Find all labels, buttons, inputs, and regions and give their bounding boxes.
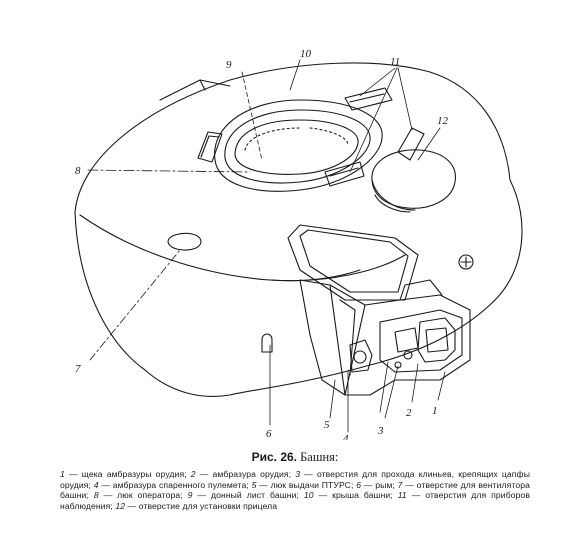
callout-6: 6 (266, 428, 272, 440)
legend-item: 12 — отверстие для установки прицела (115, 501, 277, 511)
legend-text: — отверстия для приборов наблюдения; (60, 490, 531, 511)
legend-item: 3 — отверстия для прохода клиньев, крепя… (60, 469, 530, 490)
legend-number: 6 (356, 479, 362, 490)
figure-number: Рис. 26. (251, 450, 297, 464)
callout-7: 7 (75, 363, 81, 375)
gun-mantlet (299, 279, 471, 396)
figure-title: Башня: (300, 450, 339, 464)
legend-number: 7 (397, 479, 403, 490)
legend-text: — люк выдачи ПТУРС; (256, 479, 357, 490)
callout-2: 2 (406, 407, 412, 419)
periscope-left (197, 131, 223, 163)
legend-item: 7 — отверстие для вентилятора башни; (60, 480, 530, 501)
legend-number: 4 (93, 479, 99, 490)
legend-text: — отверстия для прохода клиньев, крепящи… (60, 469, 530, 490)
legend-item: 9 — донный лист башни; (188, 490, 304, 500)
legend-number: 3 (295, 469, 301, 479)
roof-edge (79, 214, 406, 282)
legend-number: 5 (251, 479, 257, 490)
legend-number: 1 (60, 469, 65, 479)
legend-item: 1 — щека амбразуры орудия; (60, 469, 191, 479)
legend-number: 9 (187, 490, 193, 500)
turret-drawing: 9 10 11 12 8 7 6 5 4 3 2 1 (74, 48, 523, 440)
legend-item: 2 — амбразура орудия; (191, 469, 295, 479)
legend-number: 2 (190, 469, 196, 479)
legend-number: 10 (303, 490, 314, 500)
periscope-mid (324, 161, 365, 187)
caption-legend: 1 — щека амбразуры орудия; 2 — амбразура… (60, 469, 530, 511)
legend-text: — амбразура орудия; (195, 469, 296, 479)
legend-item: 6 — рым; (356, 480, 397, 490)
sight-opening (371, 149, 456, 213)
legend-text: — щека амбразуры орудия; (64, 469, 191, 479)
legend-text: — рым; (361, 479, 398, 490)
legend-item: 4 — амбразура спаренного пулемета; (94, 480, 252, 490)
figure-caption: Рис. 26. Башня: 1 — щека амбразуры оруди… (60, 450, 530, 511)
callout-10: 10 (300, 48, 312, 60)
callout-9: 9 (226, 59, 232, 71)
callout-4: 4 (343, 433, 349, 440)
legend-number: 8 (93, 490, 99, 500)
legend-item: 8 — люк оператора; (94, 490, 188, 500)
callout-11: 11 (390, 56, 400, 68)
periscope-right (397, 127, 425, 161)
leader-lines (87, 59, 446, 433)
legend-text: — люк оператора; (98, 490, 188, 500)
lifting-eye (261, 333, 273, 353)
hatch-ring (214, 99, 383, 192)
caption-title: Рис. 26. Башня: (60, 450, 530, 465)
roof-fitting (458, 254, 474, 270)
callout-3: 3 (377, 425, 384, 437)
legend-number: 12 (115, 500, 126, 511)
legend-text: — отверстие для вентилятора башни; (60, 479, 530, 501)
legend-item: 10 — крыша башни; (304, 490, 398, 500)
periscope-top (344, 87, 393, 111)
legend-text: — донный лист башни; (192, 490, 304, 500)
callout-8: 8 (75, 165, 81, 177)
legend-item: 11 — отверстия для приборов наблюдения; (60, 490, 530, 511)
legend-number: 11 (397, 490, 407, 500)
legend-text: — амбразура спаренного пулемета; (98, 479, 252, 490)
callout-5: 5 (324, 419, 330, 431)
callout-1: 1 (432, 405, 438, 417)
callout-12: 12 (437, 115, 449, 127)
legend-text: — отверстие для установки прицела (125, 500, 278, 511)
operator-hatch (287, 224, 419, 301)
legend-item: 5 — люк выдачи ПТУРС; (252, 480, 357, 490)
fan-opening (167, 232, 202, 251)
legend-text: — крыша башни; (313, 490, 398, 500)
turret-outline (74, 62, 523, 397)
